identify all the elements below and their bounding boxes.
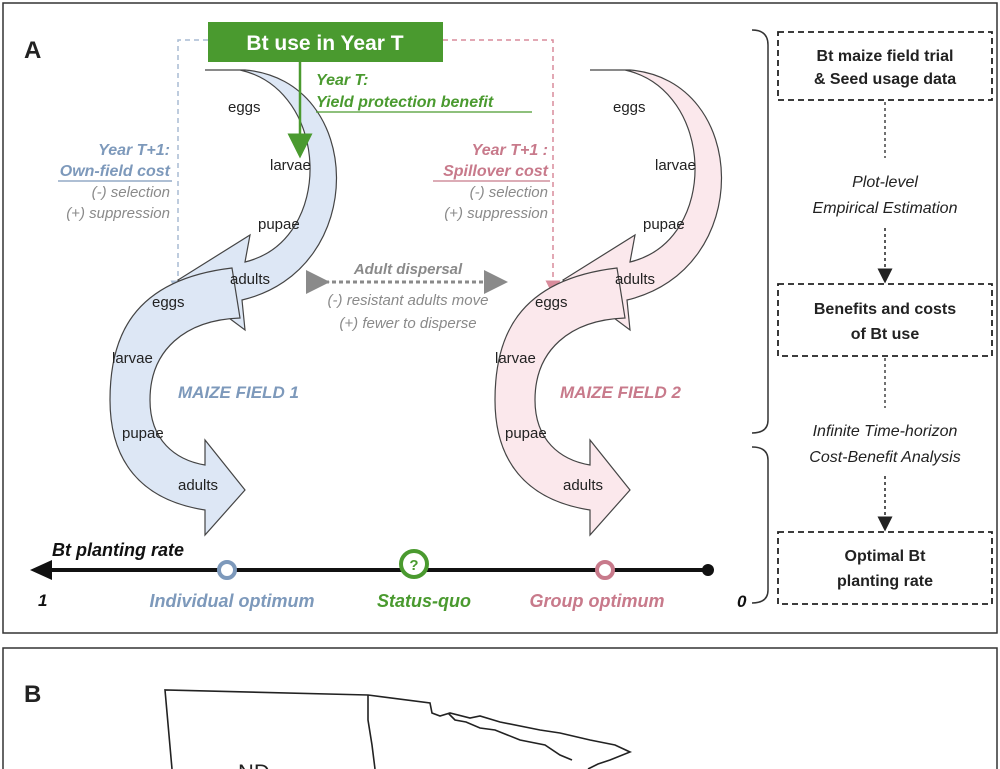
flow-box-benefits xyxy=(777,283,993,357)
maize-field-2-label: MAIZE FIELD 2 xyxy=(560,383,681,402)
field1-stage-adults-1: adults xyxy=(230,271,270,288)
planting-rate-axis-arrowhead xyxy=(30,560,52,580)
field2-stage-pupae-1: pupae xyxy=(643,216,685,233)
field1-stage-adults-2: adults xyxy=(178,477,218,494)
field1-stage-larvae-2: larvae xyxy=(112,350,153,367)
panel-b-frame xyxy=(2,647,998,769)
field2-stage-larvae-2: larvae xyxy=(495,350,536,367)
field2-stage-adults-1: adults xyxy=(615,271,655,288)
bt-use-box xyxy=(208,22,443,62)
year-t-label: Year T: xyxy=(316,72,368,89)
own-field-suppression: (+) suppression xyxy=(66,205,170,222)
field1-stage-eggs-1: eggs xyxy=(228,99,261,116)
axis-right-value: 0 xyxy=(737,592,747,611)
flow-box-field-trial xyxy=(777,31,993,101)
dispersal-resistant-text: (-) resistant adults move xyxy=(328,292,489,309)
flow-box-field-trial-line2: & Seed usage data xyxy=(814,71,956,88)
field1-cycle-top xyxy=(176,69,338,332)
field2-stage-pupae-2: pupae xyxy=(505,425,547,442)
flow-step-estimation-line2: Empirical Estimation xyxy=(813,200,958,217)
field2-stage-eggs-2: eggs xyxy=(535,294,568,311)
adult-dispersal-label: Adult dispersal xyxy=(353,261,463,278)
individual-optimum-label: Individual optimum xyxy=(150,591,315,611)
field2-stage-eggs-1: eggs xyxy=(613,99,646,116)
field2-cycle-top xyxy=(561,69,723,332)
maize-field-1-label: MAIZE FIELD 1 xyxy=(178,383,299,402)
flow-box-optimal xyxy=(777,531,993,605)
flow-box-optimal-line1: Optimal Bt xyxy=(845,548,927,565)
bracket-top xyxy=(751,29,769,434)
map-state-outlines xyxy=(164,689,633,769)
flow-box-benefits-line2: of Bt use xyxy=(851,326,920,343)
planting-rate-title: Bt planting rate xyxy=(52,540,184,560)
own-field-cost-label: Own-field cost xyxy=(60,163,171,180)
axis-end-dot xyxy=(702,564,714,576)
own-field-selection: (-) selection xyxy=(92,184,170,201)
flow-box-benefits-line1: Benefits and costs xyxy=(814,301,956,318)
spillover-dashed-line xyxy=(443,39,561,296)
own-field-dashed-line xyxy=(170,39,208,296)
bracket-bottom xyxy=(751,446,769,604)
group-optimum-marker xyxy=(595,560,615,580)
flow-step-estimation-line1: Plot-level xyxy=(852,174,918,191)
spillover-selection: (-) selection xyxy=(470,184,548,201)
map-state-nd-label: ND xyxy=(238,760,270,769)
flow-step-cba-line2: Cost-Benefit Analysis xyxy=(809,449,960,466)
own-field-year-label: Year T+1: xyxy=(98,142,170,159)
field1-stage-larvae-1: larvae xyxy=(270,157,311,174)
field2-cycle-bottom xyxy=(494,267,631,537)
group-optimum-label: Group optimum xyxy=(530,591,665,611)
panel-a-frame xyxy=(2,2,998,634)
panel-b: B ND xyxy=(2,647,998,769)
panel-a-label: A xyxy=(24,37,41,64)
field1-stage-pupae-2: pupae xyxy=(122,425,164,442)
spillover-year-label: Year T+1 : xyxy=(472,142,548,159)
field2-stage-adults-2: adults xyxy=(563,477,603,494)
flow-box-field-trial-line1: Bt maize field trial xyxy=(817,48,954,65)
spillover-suppression: (+) suppression xyxy=(444,205,548,222)
field1-stage-pupae-1: pupae xyxy=(258,216,300,233)
axis-left-value: 1 xyxy=(38,591,47,610)
field1-stage-eggs-2: eggs xyxy=(152,294,185,311)
dispersal-fewer-text: (+) fewer to disperse xyxy=(339,315,476,332)
field2-stage-larvae-1: larvae xyxy=(655,157,696,174)
flow-box-optimal-line2: planting rate xyxy=(837,573,933,590)
individual-optimum-marker xyxy=(217,560,237,580)
panel-a: A Bt use in Year T Year T: Yield protect… xyxy=(2,2,998,634)
panel-b-label: B xyxy=(24,681,41,708)
field1-cycle-bottom xyxy=(109,267,246,537)
bt-use-box-text: Bt use in Year T xyxy=(246,32,403,55)
status-quo-marker xyxy=(399,549,429,579)
status-quo-question: ? xyxy=(409,557,418,574)
yield-protection-label: Yield protection benefit xyxy=(316,94,494,111)
flow-step-cba-line1: Infinite Time-horizon xyxy=(813,423,958,440)
status-quo-label: Status-quo xyxy=(377,591,471,611)
spillover-cost-label: Spillover cost xyxy=(443,163,549,180)
